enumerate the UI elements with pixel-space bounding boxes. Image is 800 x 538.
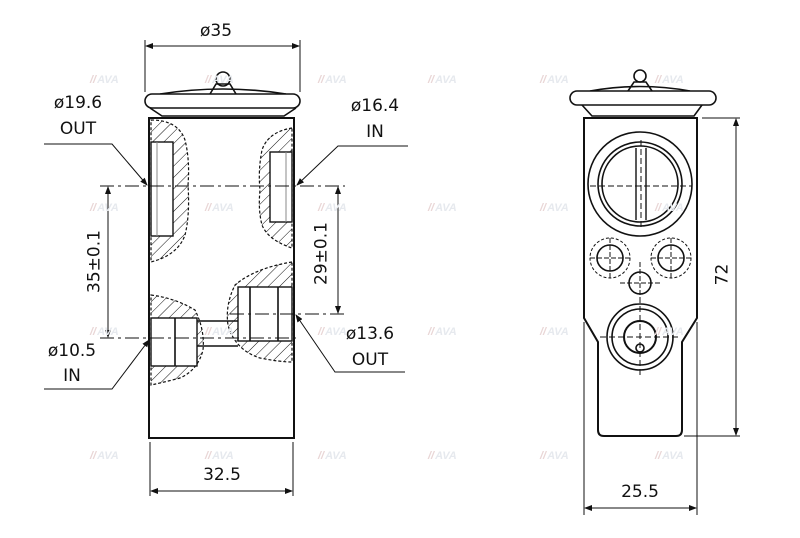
dim-label-side-width: 25.5 <box>621 482 659 502</box>
port-upper-left-size: ø19.6 <box>53 93 103 113</box>
side-view <box>569 69 740 515</box>
side-port-upper <box>587 131 693 237</box>
dim-label-left-spacing: 35±0.1 <box>84 230 105 293</box>
port-upper-right <box>258 127 293 249</box>
port-upper-right-direction: IN <box>366 122 384 142</box>
dim-side-width <box>583 322 698 515</box>
dim-body-width <box>149 442 294 496</box>
front-view <box>44 40 408 496</box>
port-upper-left-direction: OUT <box>59 119 97 139</box>
port-lower-left <box>150 294 204 386</box>
port-lower-right-direction: OUT <box>351 350 389 370</box>
side-mounting-holes <box>589 237 692 300</box>
port-lower-left-size: ø10.5 <box>47 341 97 361</box>
dim-label-side-height: 72 <box>712 263 733 286</box>
dim-side-height <box>684 117 740 437</box>
port-upper-left <box>150 119 190 263</box>
side-cap <box>569 69 717 117</box>
port-lower-right-size: ø13.6 <box>345 324 395 344</box>
port-upper-right-size: ø16.4 <box>350 96 400 116</box>
dim-label-top-diameter: ø35 <box>200 21 233 41</box>
leader-lines <box>44 143 408 390</box>
port-lower-left-direction: IN <box>63 366 81 386</box>
internal-channel <box>197 320 238 347</box>
dim-label-right-spacing: 29±0.1 <box>311 222 332 285</box>
side-port-lower <box>600 297 680 377</box>
center-lines <box>100 185 345 339</box>
dim-label-body-width: 32.5 <box>203 465 241 485</box>
valve-cap <box>144 71 301 117</box>
dim-top-diameter <box>144 40 301 92</box>
